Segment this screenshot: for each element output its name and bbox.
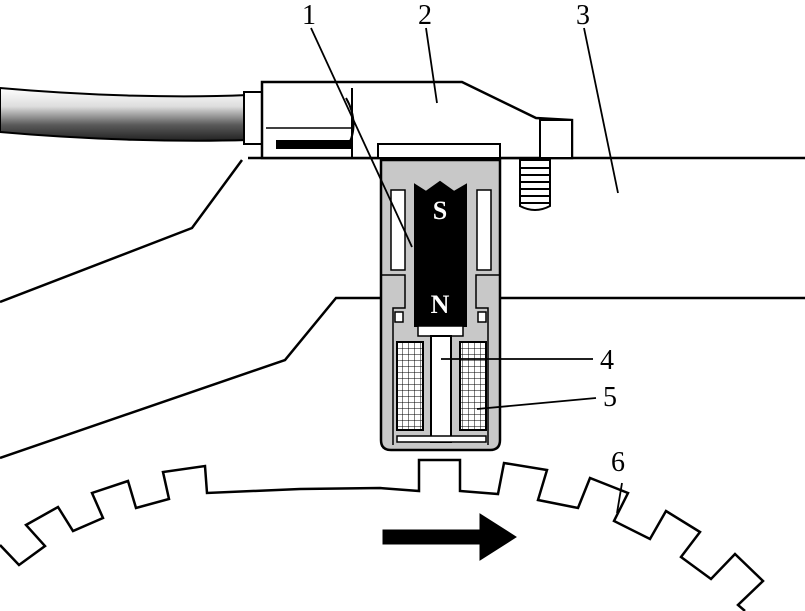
leader-line-5 [476,397,597,410]
magnet-north-pole-label: N [431,290,450,319]
induction-coil [396,341,487,443]
leader-line-3 [583,27,619,194]
pole-shaft [430,335,452,443]
leader-line-1 [310,27,413,248]
callout-3: 3 [576,0,590,31]
toothed-reluctor-ring [0,458,765,611]
callout-5: 5 [603,382,617,413]
leader-line-6 [616,482,623,514]
callout-4: 4 [600,345,614,376]
callout-2: 2 [418,0,432,31]
bracket-left-upper-edge [0,159,244,304]
leader-lines [310,27,623,514]
magnet-south-pole-label: S [433,196,447,225]
mounting-screw [519,159,551,211]
leader-line-2 [425,27,438,104]
callout-6: 6 [611,447,625,478]
connector-head [243,80,574,160]
sensor-cable [0,86,249,142]
bracket-lower-edge [0,296,805,460]
callout-1: 1 [302,0,316,31]
callout-labels: 1 2 3 4 5 6 [302,0,625,478]
rotation-direction-arrow [382,513,517,561]
permanent-magnet: S N [414,180,467,337]
